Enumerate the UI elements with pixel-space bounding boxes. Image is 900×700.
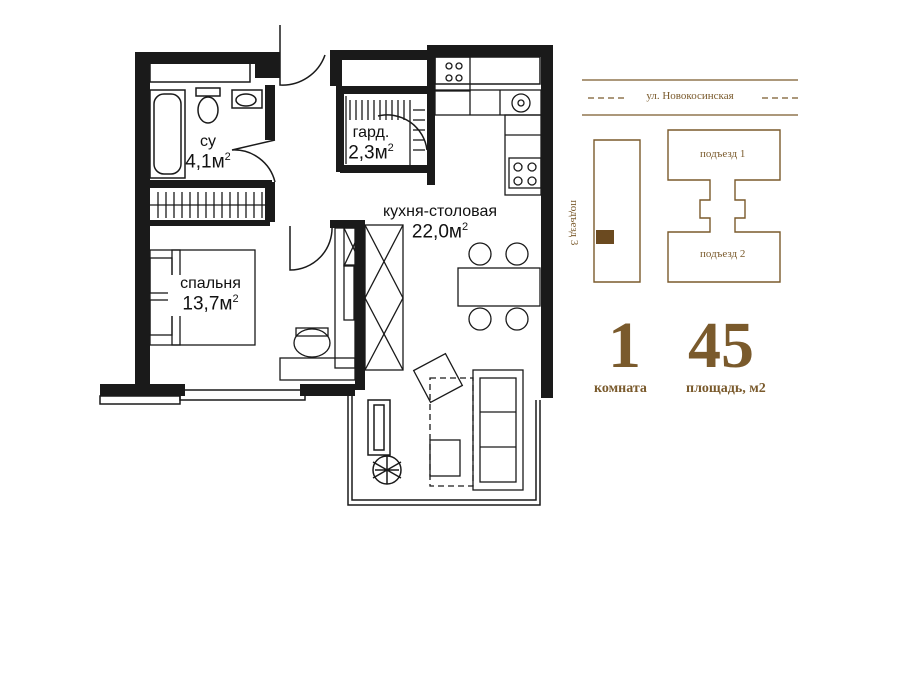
living-furniture bbox=[412, 352, 524, 491]
room-wardrobe-area: 2,3м bbox=[348, 142, 388, 164]
room-bedroom-unit-sup: 2 bbox=[232, 293, 239, 306]
kitchen-counters bbox=[434, 56, 542, 196]
hall-closet bbox=[150, 192, 270, 218]
bathroom-fixtures bbox=[149, 87, 263, 179]
balcony bbox=[347, 396, 541, 506]
sliding-wardrobe bbox=[364, 224, 404, 371]
room-wardrobe-name: гард. bbox=[352, 124, 390, 141]
area-value: 45 bbox=[688, 309, 754, 382]
room-wardrobe: гард. 2,3м2 bbox=[340, 124, 402, 165]
room-bath-area: 4,1м bbox=[185, 151, 225, 173]
entrance-2-label: подъезд 2 bbox=[700, 248, 746, 260]
street-name: ул. Новокосинская bbox=[646, 90, 734, 102]
room-bedroom: спальня 13,7м2 bbox=[168, 275, 253, 316]
room-kitchen-unit-sup: 2 bbox=[461, 221, 469, 234]
room-wardrobe-unit-sup: 2 bbox=[387, 142, 394, 155]
wardrobe-hangers bbox=[345, 96, 425, 165]
room-bedroom-name: спальня bbox=[180, 275, 241, 292]
room-bath-unit-sup: 2 bbox=[224, 151, 231, 164]
walls bbox=[100, 45, 553, 398]
dining-set bbox=[457, 242, 541, 331]
area-caption: площадь, м2 bbox=[686, 381, 766, 396]
location-legend bbox=[582, 79, 798, 283]
room-kitchen-name: кухня-столовая bbox=[383, 203, 497, 220]
plant-icon bbox=[372, 455, 402, 485]
entrance-1-label: подъезд 1 bbox=[700, 148, 746, 160]
room-bath: су 4,1м2 bbox=[183, 133, 233, 174]
rooms-count: 1 bbox=[608, 309, 641, 382]
rooms-caption: комната bbox=[594, 381, 647, 396]
entrance-3-label: подъезд 3 bbox=[568, 200, 580, 246]
room-kitchen: кухня-столовая 22,0м2 bbox=[375, 203, 505, 244]
apartment-location-marker bbox=[596, 230, 614, 244]
room-bath-name: су bbox=[200, 133, 216, 150]
room-kitchen-area: 22,0м bbox=[411, 221, 462, 243]
room-bedroom-area: 13,7м bbox=[182, 293, 233, 315]
